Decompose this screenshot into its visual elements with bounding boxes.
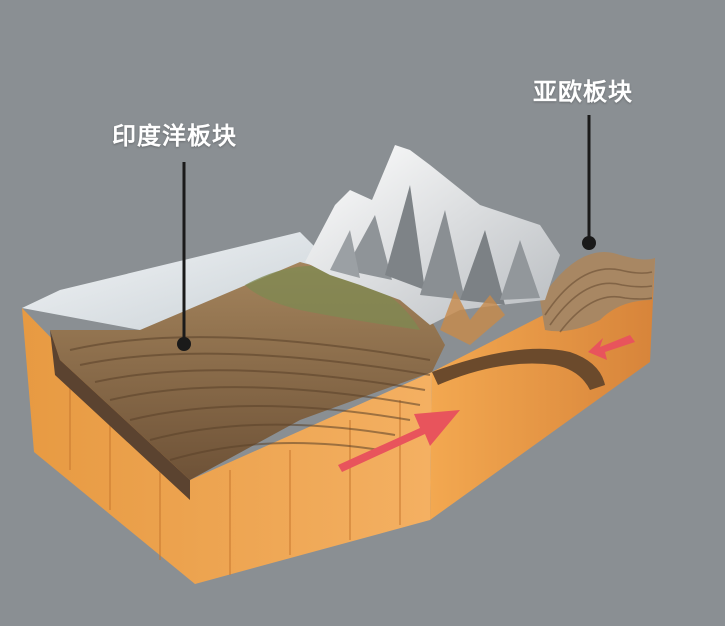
fold-lines	[544, 268, 653, 333]
crust-striations	[69, 370, 401, 575]
sediment-lines	[69, 336, 431, 461]
crust-side-face	[430, 258, 655, 520]
crust-front-face	[22, 308, 432, 584]
vegetation-patch	[245, 265, 420, 330]
eurasian-plate-label: 亚欧板块	[533, 78, 633, 106]
crust-edge-band	[50, 330, 190, 500]
himalaya-mountains	[305, 145, 560, 345]
subducting-slab	[432, 348, 605, 390]
eurasian-plate-pointer	[582, 115, 596, 250]
plate-motion-arrow-right	[338, 410, 460, 472]
indian-plate-label: 印度洋板块	[112, 122, 237, 150]
plate-motion-arrow-left	[588, 335, 635, 360]
indian-plate-pointer	[177, 162, 191, 351]
